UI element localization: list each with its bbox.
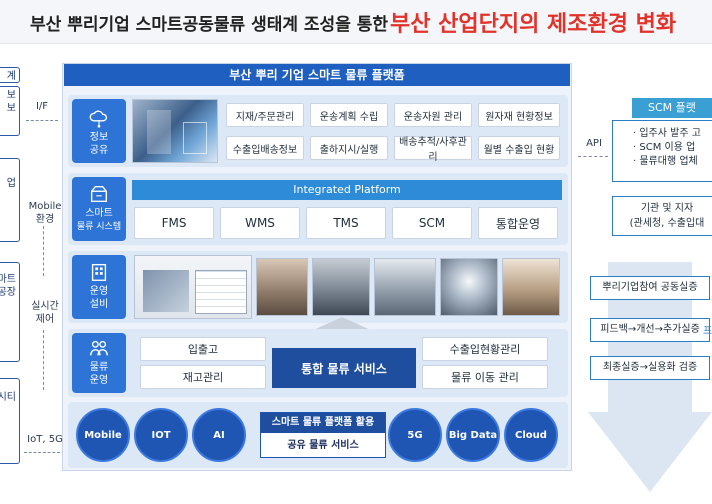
logistics-label-line1: 물류 xyxy=(89,362,109,373)
tech-iot: IOT xyxy=(134,408,188,462)
facility-photo-3 xyxy=(374,258,436,316)
if-connector xyxy=(26,120,58,121)
scm-cell: SCM xyxy=(392,207,472,239)
info-cell-6: 출하지시/실행 xyxy=(310,136,388,160)
scm-platform-box: · 입주사 발주 고 · SCM 이용 업 · 물류대행 업체 xyxy=(612,120,712,182)
facility-photo-1 xyxy=(256,258,308,316)
step-feedback-improve: 피드백→개선→추가실증 xyxy=(590,318,710,342)
integrated-platform-banner: Integrated Platform xyxy=(132,180,562,200)
inout-cell: 입출고 xyxy=(140,337,266,361)
left-box-4: 마트 공장 xyxy=(0,262,20,362)
left-box-3: 업 xyxy=(0,158,20,242)
info-cell-3: 운송자원 관리 xyxy=(394,103,472,127)
iot-connector xyxy=(24,452,60,453)
scm-item-3: · 물류대행 업체 xyxy=(633,156,698,167)
api-label: API xyxy=(586,138,602,149)
step-final-verification: 최종실증→실용화 검증 xyxy=(590,356,710,380)
smart-system-label-line1: 스마트 xyxy=(85,208,113,219)
shared-logistics-service: 공유 물류 서비스 xyxy=(287,440,359,451)
scm-item-1: · 입주사 발주 고 xyxy=(633,128,701,139)
facility-label-line2: 설비 xyxy=(89,299,109,310)
smart-system-label: 스마트 물류 시스템 xyxy=(72,177,126,241)
iot-label: IoT, 5G xyxy=(27,434,63,445)
left-box-5: 시티 xyxy=(0,378,20,464)
title-band xyxy=(0,0,712,44)
facility-photo-4 xyxy=(440,258,498,316)
info-cell-4: 원자재 현황정보 xyxy=(478,103,560,127)
page-title: 부산 뿌리기업 스마트공동물류 생태계 조성을 통한 xyxy=(30,15,389,35)
photo-screen xyxy=(183,122,207,154)
platform-header: 부산 뿌리 기업 스마트 물류 플랫폼 xyxy=(64,64,570,86)
mobile-connector xyxy=(43,226,44,276)
facility-label-line1: 운영 xyxy=(89,286,109,297)
logistics-move-cell: 물류 이동 관리 xyxy=(422,365,548,389)
cloud-network-icon xyxy=(89,110,108,128)
facility-floor-plan xyxy=(195,270,247,314)
page-title-highlight: 부산 산업단지의 제조환경 변화 xyxy=(390,12,677,37)
building-icon xyxy=(91,263,107,281)
realtime-connector xyxy=(43,330,44,390)
inventory-cell: 재고관리 xyxy=(140,365,266,389)
integrated-operation-cell: 통합운영 xyxy=(478,207,558,239)
smart-system-icon xyxy=(90,185,108,203)
side-text: 프로 xyxy=(703,326,712,337)
api-connector xyxy=(578,156,608,157)
tech-5g: 5G xyxy=(388,408,442,462)
facility-label: 운영 설비 xyxy=(72,255,126,319)
info-share-label-line2: 공유 xyxy=(89,145,109,156)
info-cell-8: 월별 수출입 현황 xyxy=(478,136,560,160)
tech-bigdata: Big Data xyxy=(446,408,500,462)
facility-thumbnail xyxy=(143,270,189,312)
step-joint-demo: 뿌리기업참여 공동실증 xyxy=(590,276,710,300)
integrated-logistics-service: 통합 물류 서비스 xyxy=(272,348,416,388)
export-import-status-cell: 수출입현황관리 xyxy=(422,337,548,361)
tech-mobile: Mobile xyxy=(76,408,130,462)
scm-item-2: · SCM 이용 업 xyxy=(633,142,696,153)
photo-highlight xyxy=(147,110,171,154)
fms-cell: FMS xyxy=(134,207,214,239)
logistics-label: 물류 운영 xyxy=(72,333,126,393)
info-share-photo xyxy=(132,99,218,163)
info-cell-1: 지재/주문관리 xyxy=(226,103,304,127)
facility-photo-5 xyxy=(502,258,560,316)
mobile-label: Mobile 환경 xyxy=(28,201,62,225)
left-box-2: 보 보 xyxy=(0,86,20,136)
info-cell-7: 배송추적/사후관리 xyxy=(394,136,472,163)
info-share-label: 정보 공유 xyxy=(72,99,126,163)
facility-photo-2 xyxy=(312,258,370,316)
scm-platform-header: SCM 플랫 xyxy=(632,98,712,118)
team-icon xyxy=(90,340,108,356)
tms-cell: TMS xyxy=(306,207,386,239)
left-box-1: 계 xyxy=(0,67,20,83)
smart-platform-usage: 스마트 물류 플랫폼 활용 xyxy=(261,413,385,433)
tech-ai: AI xyxy=(192,408,246,462)
gov-agency-box: 기관 및 지자 (관세청, 수출입대 xyxy=(612,196,712,236)
info-cell-5: 수출입배송정보 xyxy=(226,136,304,160)
tech-cloud: Cloud xyxy=(504,408,558,462)
if-label: I/F xyxy=(35,101,49,112)
realtime-label: 실시간 제어 xyxy=(31,301,59,325)
info-cell-2: 운송계획 수립 xyxy=(310,103,388,127)
logistics-label-line2: 운영 xyxy=(89,375,109,386)
facility-layout-image xyxy=(134,255,252,319)
info-share-label-line1: 정보 xyxy=(89,132,109,143)
smart-system-label-line2: 물류 시스템 xyxy=(76,222,122,232)
wms-cell: WMS xyxy=(220,207,300,239)
